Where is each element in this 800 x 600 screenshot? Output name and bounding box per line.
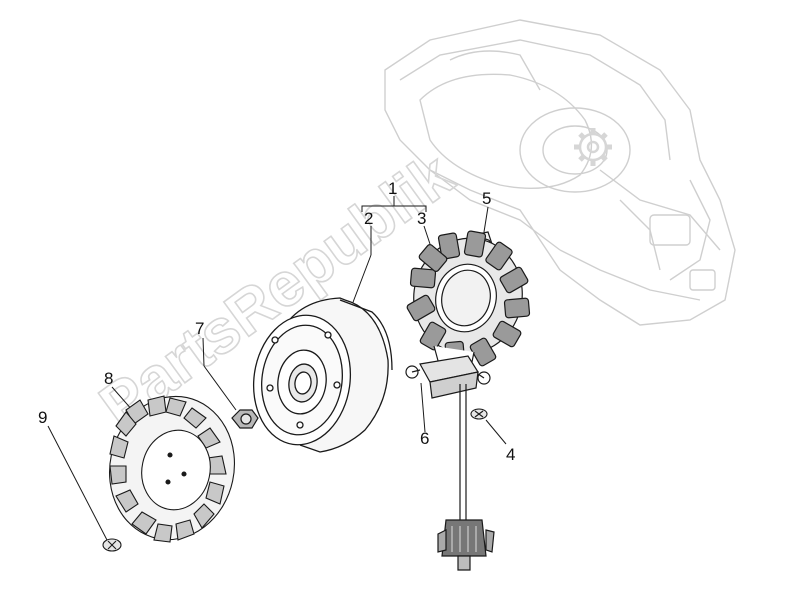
- engine-crankcase-background: [384, 19, 736, 326]
- stator-part-3: [406, 230, 531, 373]
- callout-8: 8: [104, 369, 113, 388]
- wire-harness: [459, 384, 467, 520]
- screw-part-4: [470, 408, 488, 420]
- connector: [437, 519, 495, 571]
- callout-1: 1: [388, 179, 397, 198]
- flywheel-rotor-part-2: [252, 297, 393, 453]
- callout-9: 9: [38, 408, 47, 427]
- callout-labels: 1 2 3 5 7 8 9 6 4: [38, 179, 515, 464]
- callout-6: 6: [420, 429, 429, 448]
- screw-part-9: [102, 538, 122, 552]
- cooling-fan-part-8: [108, 395, 236, 543]
- leader-lines: [47, 196, 507, 541]
- nut-part-7: [231, 409, 259, 429]
- callout-2: 2: [364, 209, 373, 228]
- gear-watermark-icon: [574, 128, 612, 166]
- callout-7: 7: [195, 319, 204, 338]
- callout-3: 3: [417, 209, 426, 228]
- callout-5: 5: [482, 189, 491, 208]
- pickup-sensor-part-6: [405, 355, 491, 399]
- callout-4: 4: [506, 445, 515, 464]
